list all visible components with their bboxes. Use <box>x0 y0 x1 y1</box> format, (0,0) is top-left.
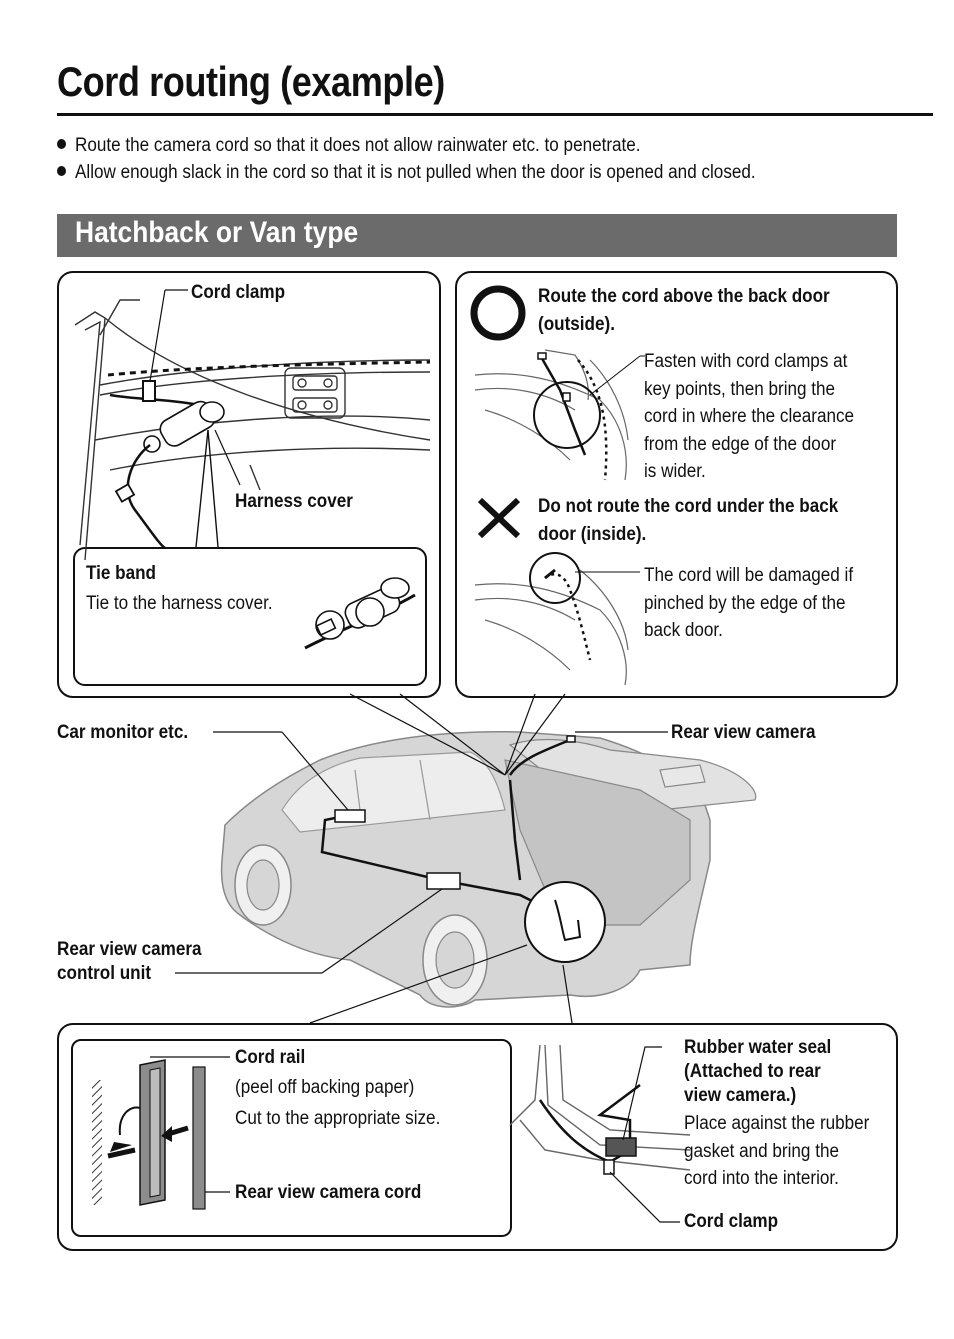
label-cord-rail: Cord rail <box>235 1047 306 1068</box>
label-camera-cord: Rear view camera cord <box>235 1182 422 1203</box>
label-control-unit: Rear view camera <box>57 939 202 960</box>
good-title: Route the cord above the back door <box>538 286 830 307</box>
cord-rail-cut-text: Cut to the appropriate size. <box>235 1108 441 1129</box>
harness-cover-icon <box>143 400 225 453</box>
good-text: Fasten with cord clamps at key points, t… <box>644 351 855 482</box>
car-monitor-box <box>334 809 366 823</box>
bad-text: The cord will be damaged if pinched by t… <box>644 565 854 641</box>
cord-route-dotted <box>107 360 431 377</box>
cord-clamp-icon <box>142 380 156 402</box>
page-title: Cord routing (example) <box>57 58 445 105</box>
bad-title: door (inside). <box>538 524 647 545</box>
label-rear-camera: Rear view camera <box>671 722 816 743</box>
label-rubber-seal: Rubber water seal <box>684 1037 832 1058</box>
bullet-dot-icon <box>57 166 66 176</box>
label-harness-cover: Harness cover <box>235 491 353 512</box>
section-title: Hatchback or Van type <box>75 216 359 249</box>
tie-band-text: Tie to the harness cover. <box>86 593 273 614</box>
circle-ok-icon <box>470 285 526 341</box>
hatch-interior-illustration <box>74 299 431 561</box>
tie-band-detail-illustration <box>304 577 416 650</box>
label-rubber-seal: (Attached to rear <box>684 1061 821 1082</box>
bullet-dot-icon <box>57 139 66 149</box>
car-illustration <box>220 731 757 1008</box>
label-car-monitor: Car monitor etc. <box>57 722 189 743</box>
cord-clamp-icon <box>562 392 571 402</box>
water-seal-illustration <box>509 1044 691 1175</box>
bad-title: Do not route the cord under the back <box>538 496 839 517</box>
label-cord-clamp-bottom: Cord clamp <box>684 1211 779 1232</box>
rear-camera-icon <box>566 735 576 743</box>
label-rubber-seal: view camera.) <box>684 1085 797 1106</box>
tie-band-icon <box>114 483 136 503</box>
zoom-circle <box>529 552 581 604</box>
zoom-circle <box>524 881 606 963</box>
good-title: (outside). <box>538 314 615 335</box>
section-header-bar <box>57 214 897 257</box>
label-tie-band: Tie band <box>86 563 157 584</box>
cord-clamp-icon <box>603 1159 615 1175</box>
cross-ng-icon <box>477 497 521 539</box>
rubber-seal-icon <box>605 1137 637 1157</box>
rubber-seal-text: Place against the rubber gasket and brin… <box>684 1113 870 1189</box>
zoom-circle <box>533 381 601 449</box>
cord-rail-illustration <box>92 1059 206 1210</box>
title-rule <box>57 113 933 116</box>
right-detail-panel <box>455 271 898 698</box>
bullet-item: Allow enough slack in the cord so that i… <box>57 162 756 184</box>
back-door-inside-illustration <box>474 569 629 686</box>
bullet-item: Route the camera cord so that it does no… <box>57 135 641 157</box>
cord-rail-peel-text: (peel off backing paper) <box>235 1077 415 1098</box>
label-control-unit: control unit <box>57 963 152 984</box>
label-cord-clamp: Cord clamp <box>191 282 286 303</box>
control-unit-box <box>426 872 461 890</box>
